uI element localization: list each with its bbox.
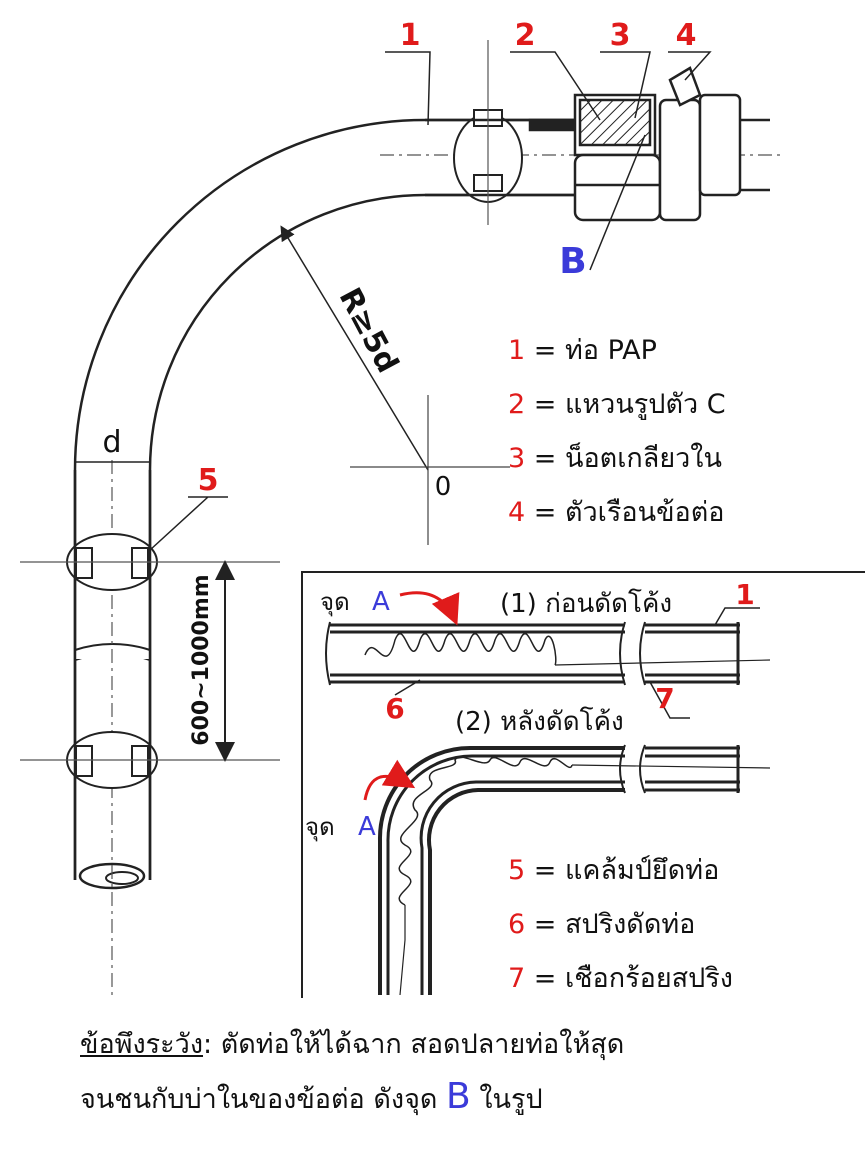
callout-7: 7	[655, 682, 674, 715]
origin-cross	[350, 395, 510, 545]
point-b-note: B	[446, 1076, 471, 1117]
point-a-word-bottom: จุด	[305, 813, 335, 842]
pap-pipe-main	[73, 118, 575, 880]
legend-item-7: 7 = เชือกร้อยสปริง	[508, 963, 733, 994]
diameter-label: d	[102, 425, 121, 460]
inset-frame	[301, 571, 865, 998]
origin-label: 0	[435, 472, 452, 502]
callout-6: 6	[385, 692, 404, 725]
caution-note-line-1: ข้อพึงระวัง: ตัดท่อให้ได้ฉาก สอดปลายท่อใ…	[80, 1029, 625, 1060]
caution-note-line-2: จนชนกับบ่าในของข้อต่อ ดังจุด B ในรูป	[80, 1076, 543, 1117]
legend-item-3: 3 = น็อตเกลียวใน	[508, 443, 722, 474]
callout-1-inset: 1	[735, 578, 754, 611]
point-b-label: B	[559, 241, 586, 282]
callout-1: 1	[400, 18, 421, 53]
pipe-fitting	[528, 66, 770, 222]
legend-item-4: 4 = ตัวเรือนข้อต่อ	[508, 497, 725, 528]
callout-4: 4	[676, 18, 697, 53]
straight-pipe-with-spring	[325, 621, 771, 686]
point-a-letter-bottom: A	[358, 812, 376, 842]
point-a-letter-top: A	[372, 587, 390, 617]
radius-line	[280, 225, 429, 471]
pipe-installation-diagram: 600~1000mm d 1 2 3 4 B	[20, 18, 865, 1000]
before-bend-label: (1) ก่อนดัดโค้ง	[500, 588, 672, 619]
point-a-word-top: จุด	[320, 588, 350, 617]
legend-item-1: 1 = ท่อ PAP	[508, 335, 657, 366]
span-label: 600~1000mm	[189, 574, 214, 745]
legend-item-2: 2 = แหวนรูปตัว C	[508, 389, 726, 420]
legend-item-5: 5 = แคล้มป์ยึดท่อ	[508, 855, 720, 886]
caution-label: ข้อพึงระวัง	[80, 1029, 204, 1060]
radius-label: R≥5d	[332, 282, 405, 378]
callout-5: 5	[198, 463, 219, 498]
after-bend-label: (2) หลังดัดโค้ง	[455, 706, 624, 737]
callout-leaders-top	[385, 51, 712, 271]
callout-3: 3	[610, 18, 631, 53]
legend-item-6: 6 = สปริงดัดท่อ	[508, 909, 696, 940]
callout-2: 2	[515, 18, 536, 53]
